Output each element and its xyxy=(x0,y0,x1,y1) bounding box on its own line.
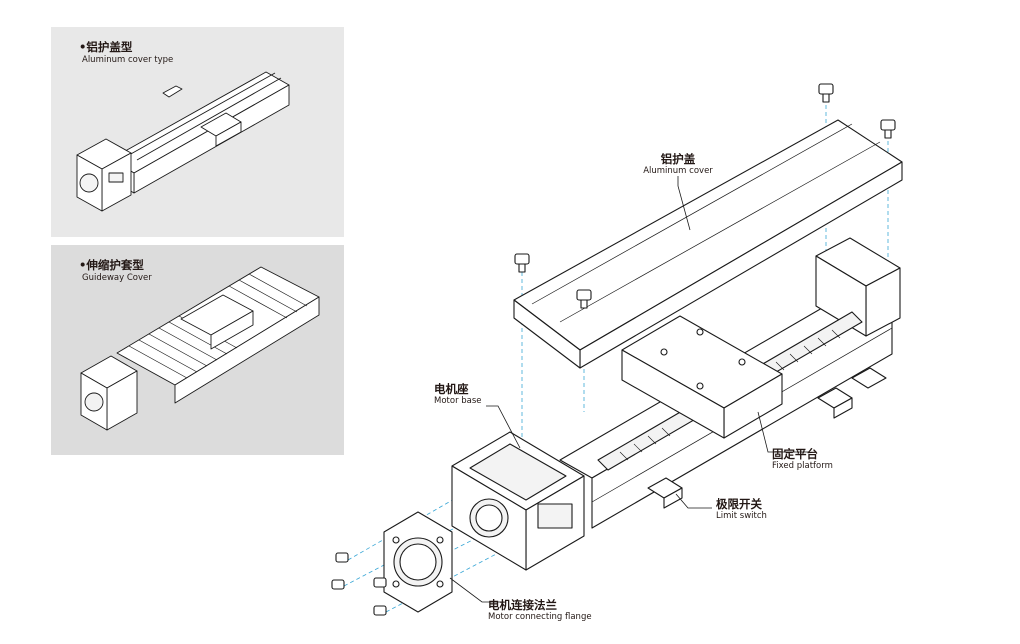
callout-label-en: Motor base xyxy=(434,396,482,406)
callout-label-en: Aluminum cover xyxy=(643,166,713,176)
aluminum-cover xyxy=(513,119,903,369)
variant-panel-guideway: •伸缩护套型 Guideway Cover xyxy=(51,245,344,455)
aluminum-cover-module-illustration xyxy=(76,71,290,212)
callout-label-zh: 电机连接法兰 xyxy=(488,598,557,612)
callout-aluminum-cover: 铝护盖 Aluminum cover xyxy=(628,153,728,177)
callout-limit-switch: 极限开关 Limit switch xyxy=(716,498,767,522)
variant-title: •伸缩护套型 xyxy=(79,258,144,272)
callout-motor-base: 电机座 Motor base xyxy=(434,383,482,407)
motor-base xyxy=(451,431,585,571)
callout-motor-connecting-flange: 电机连接法兰 Motor connecting flange xyxy=(488,599,592,623)
callout-label-en: Limit switch xyxy=(716,511,767,521)
callout-label-zh: 电机座 xyxy=(434,382,469,396)
callout-leader-lines xyxy=(449,176,808,603)
screws xyxy=(331,83,896,616)
callout-label-zh: 极限开关 xyxy=(716,497,762,511)
variant-subtitle: Aluminum cover type xyxy=(82,55,174,65)
callout-label-en: Motor connecting flange xyxy=(488,612,592,622)
guideway-cover-module-illustration xyxy=(80,266,320,431)
callout-label-zh: 铝护盖 xyxy=(660,152,696,166)
callout-label-en: Fixed platform xyxy=(772,461,833,471)
variant-subtitle: Guideway Cover xyxy=(82,273,152,283)
callout-fixed-platform: 固定平台 Fixed platform xyxy=(772,448,833,472)
variant-panel-aluminum: •铝护盖型 Aluminum cover type xyxy=(51,27,344,237)
variant-title: •铝护盖型 xyxy=(79,40,133,54)
limit-switches xyxy=(647,367,887,509)
motor-connecting-flange xyxy=(383,511,453,613)
fixed-platform xyxy=(621,315,783,439)
ball-screw-threads xyxy=(619,329,841,461)
callout-label-zh: 固定平台 xyxy=(772,447,818,461)
